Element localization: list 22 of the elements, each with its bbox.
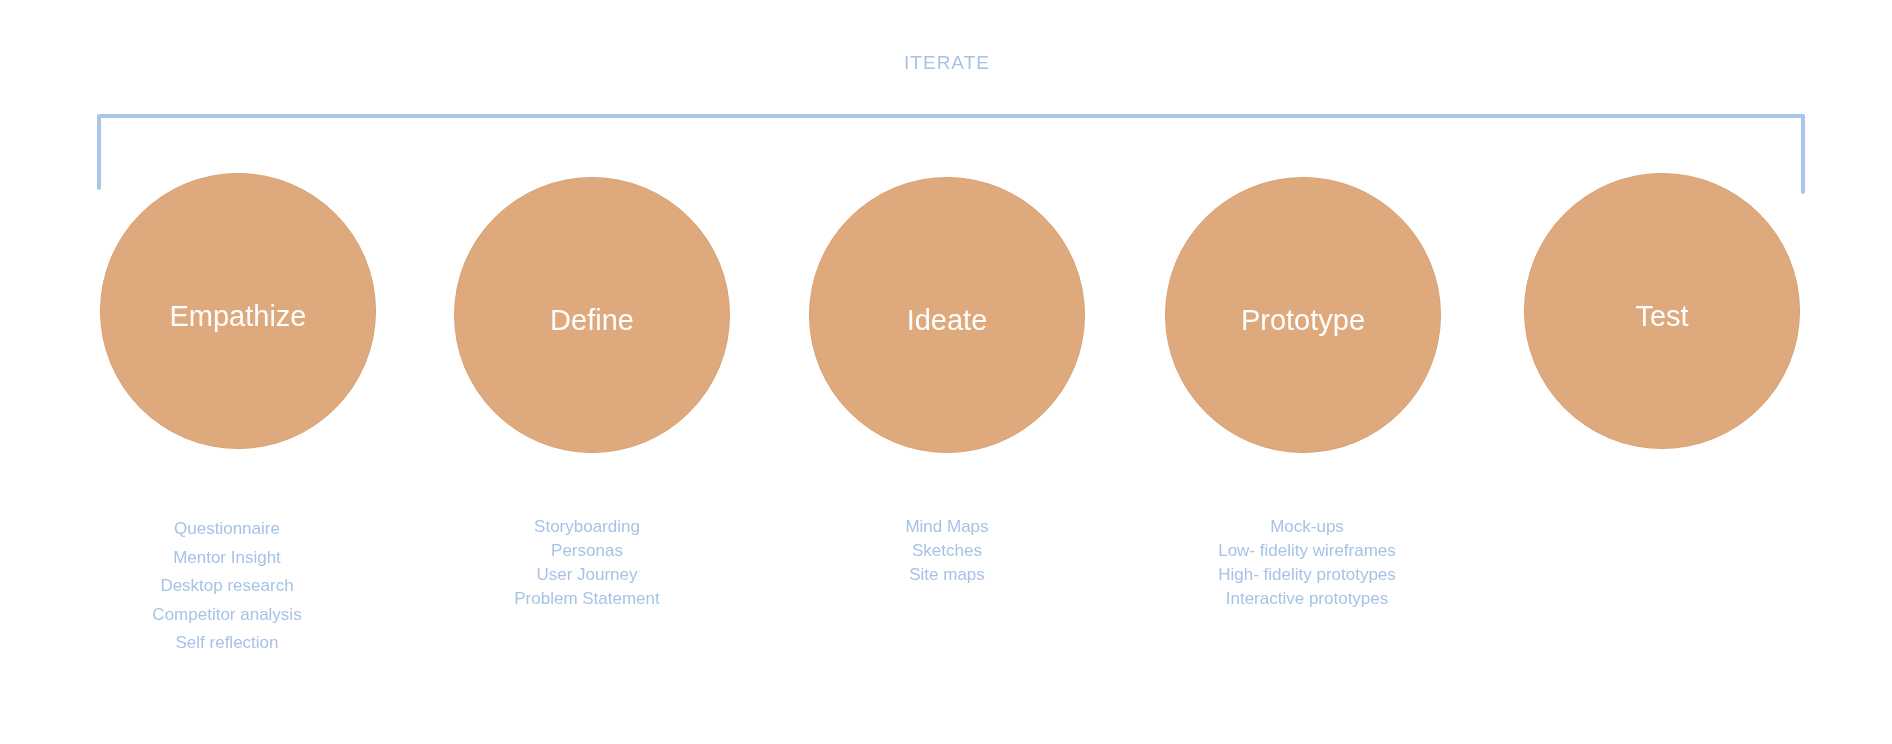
phase-label: Prototype [1240, 302, 1366, 337]
method-text: High- fidelity prototypes [1218, 564, 1396, 586]
method-text: Competitor analysis [152, 603, 302, 626]
method-text: Desktop research [160, 575, 294, 597]
iterate-label: ITERATE [904, 52, 990, 74]
phase-label: Empathize [169, 298, 307, 333]
method-text: Personas [551, 540, 623, 562]
method-text: Storyboarding [534, 516, 640, 538]
method-text: Self reflection [175, 632, 279, 654]
method-text: Low- fidelity wireframes [1218, 540, 1396, 562]
method-text: Problem Statement [514, 588, 660, 610]
method-text: Mock-ups [1270, 516, 1344, 538]
method-text: Questionnaire [174, 518, 280, 540]
method-text: Site maps [909, 564, 985, 586]
method-text: Mentor Insight [173, 546, 281, 569]
phase-label: Test [1635, 298, 1689, 333]
method-text: Sketches [912, 540, 982, 562]
phase-label: Ideate [906, 302, 988, 337]
method-text: User Journey [536, 564, 638, 586]
method-text: Interactive prototypes [1225, 588, 1389, 610]
method-text: Mind Maps [905, 516, 989, 538]
phase-label: Define [550, 302, 634, 337]
